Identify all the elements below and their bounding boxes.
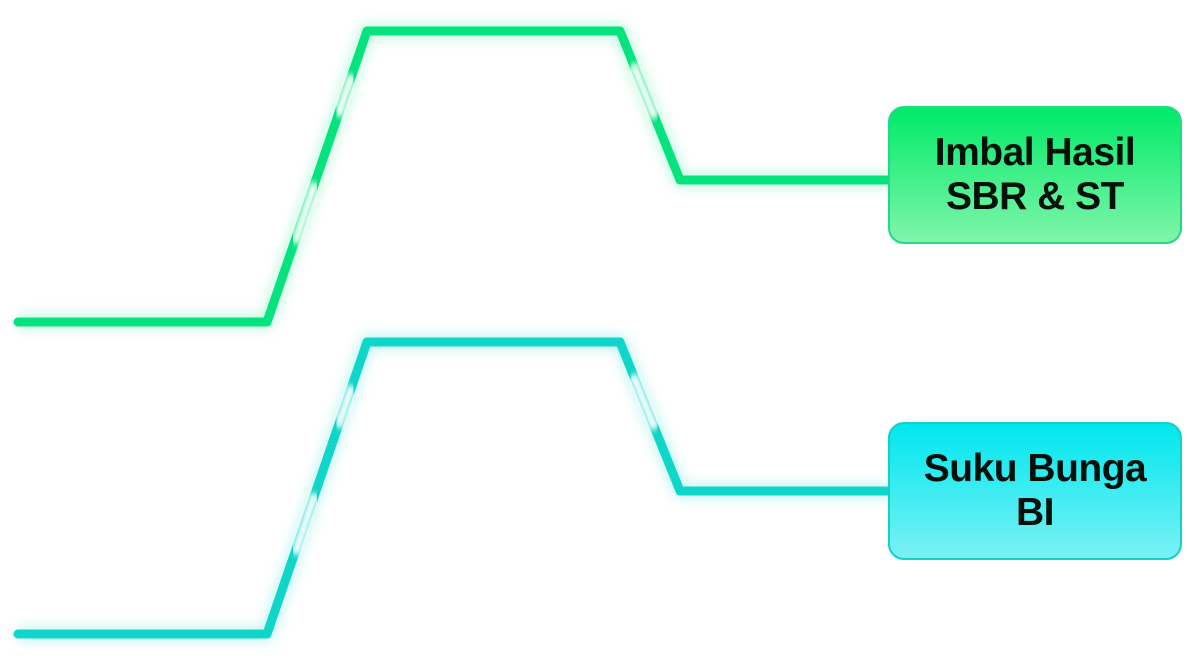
teal-line (13, 335, 895, 641)
box-label-line2: BI (1015, 491, 1054, 534)
box-label-line1: Suku Bunga (923, 447, 1147, 490)
green-line (13, 24, 895, 329)
imbal-hasil-box: Imbal Hasil SBR & ST (888, 106, 1182, 244)
box-label-line2: SBR & ST (945, 175, 1125, 218)
box-label-line1: Imbal Hasil (934, 131, 1136, 174)
suku-bunga-box: Suku Bunga BI (888, 422, 1182, 560)
